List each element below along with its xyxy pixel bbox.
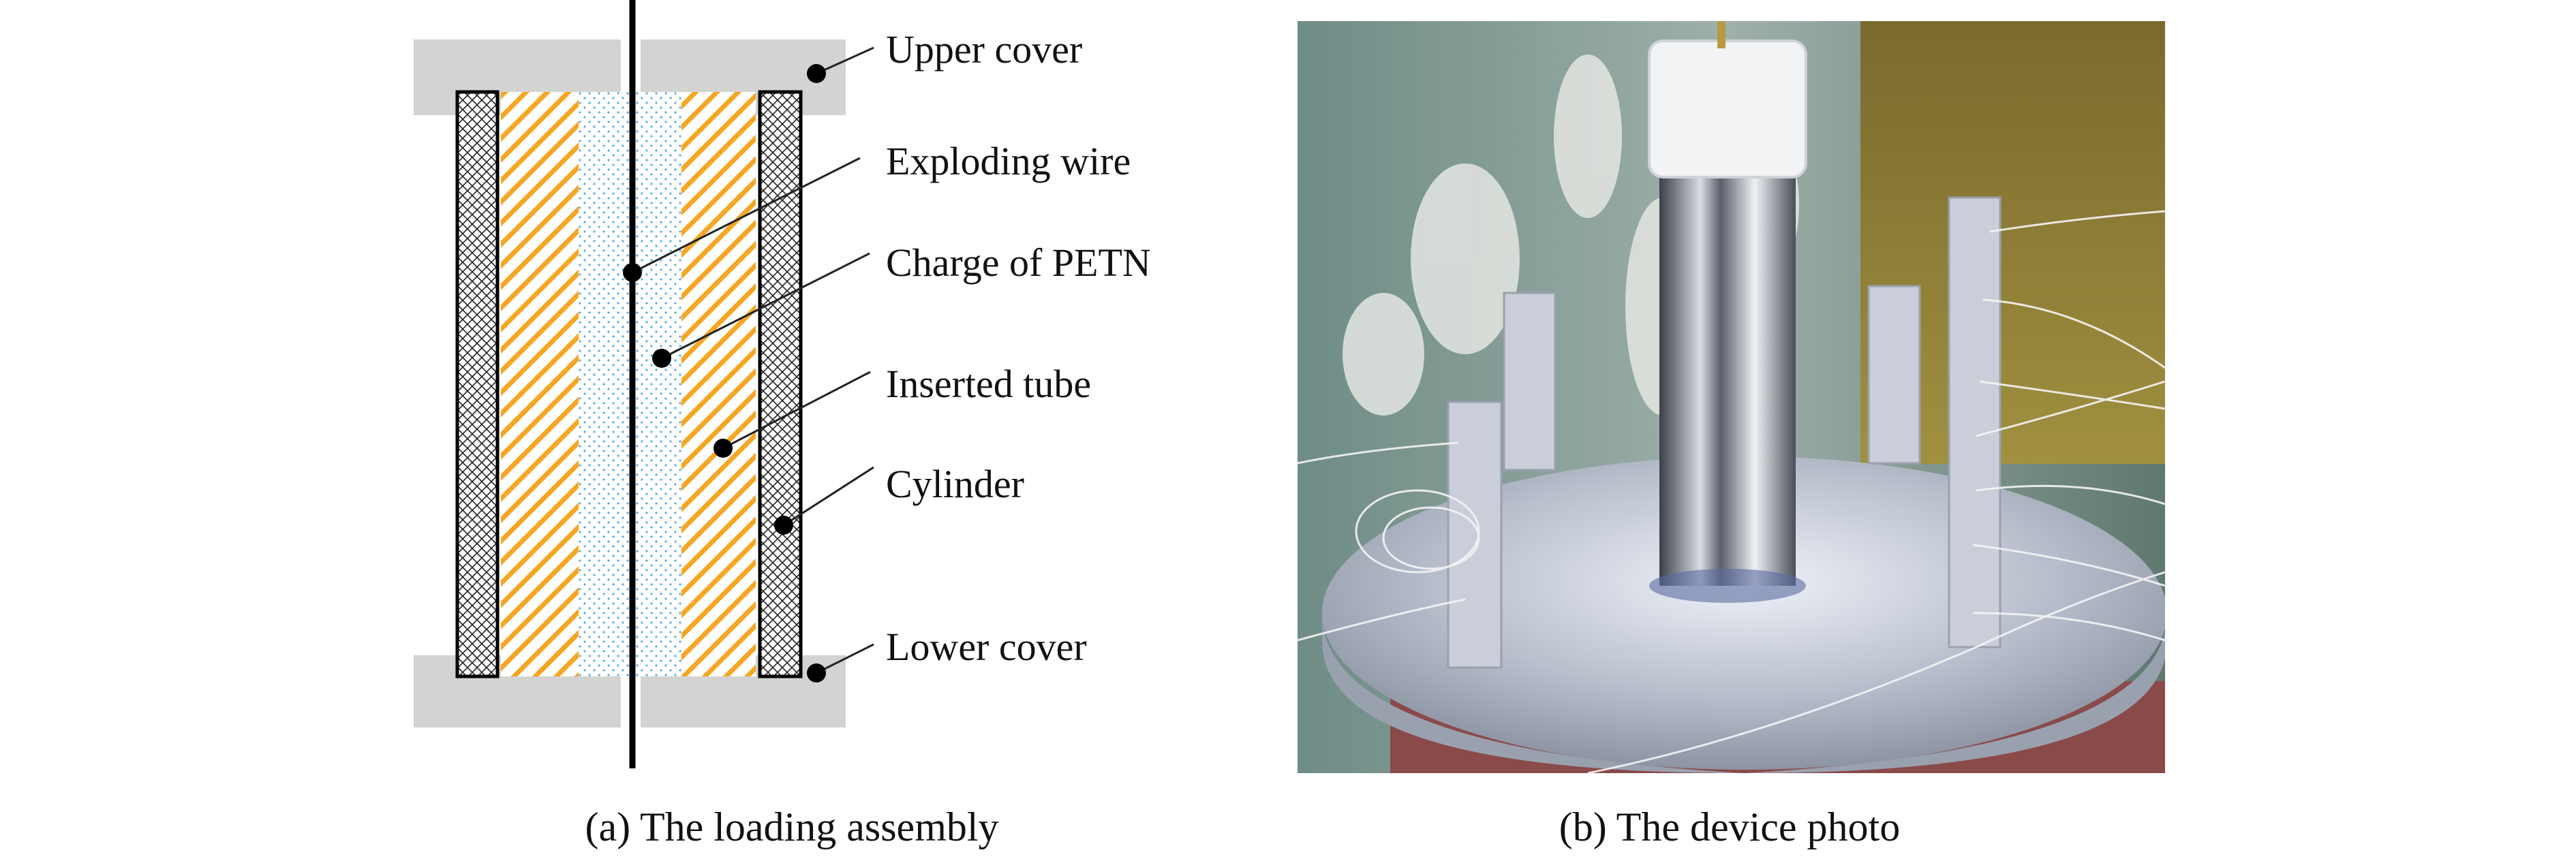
cylinder-wall-right (758, 90, 803, 678)
cylinder-wall-left (455, 90, 500, 678)
caption-a: (a) The loading assembly (585, 804, 999, 849)
label-upper-cover: Upper cover (886, 27, 1082, 72)
label-lower-cover: Lower cover (886, 625, 1087, 669)
steel-cylinder (1659, 170, 1796, 586)
leader-lines (632, 46, 874, 674)
callout-dots (623, 64, 826, 683)
white-cap (1648, 40, 1807, 178)
caption-b: (b) The device photo (1559, 804, 1901, 849)
label-inserted-tube: Inserted tube (886, 362, 1091, 406)
label-exploding-wire: Exploding wire (886, 139, 1131, 183)
label-cylinder: Cylinder (886, 462, 1024, 506)
label-charge: Charge of PETN (886, 240, 1151, 285)
inserted-tube-left (501, 92, 579, 676)
inserted-tube-right (681, 92, 756, 676)
